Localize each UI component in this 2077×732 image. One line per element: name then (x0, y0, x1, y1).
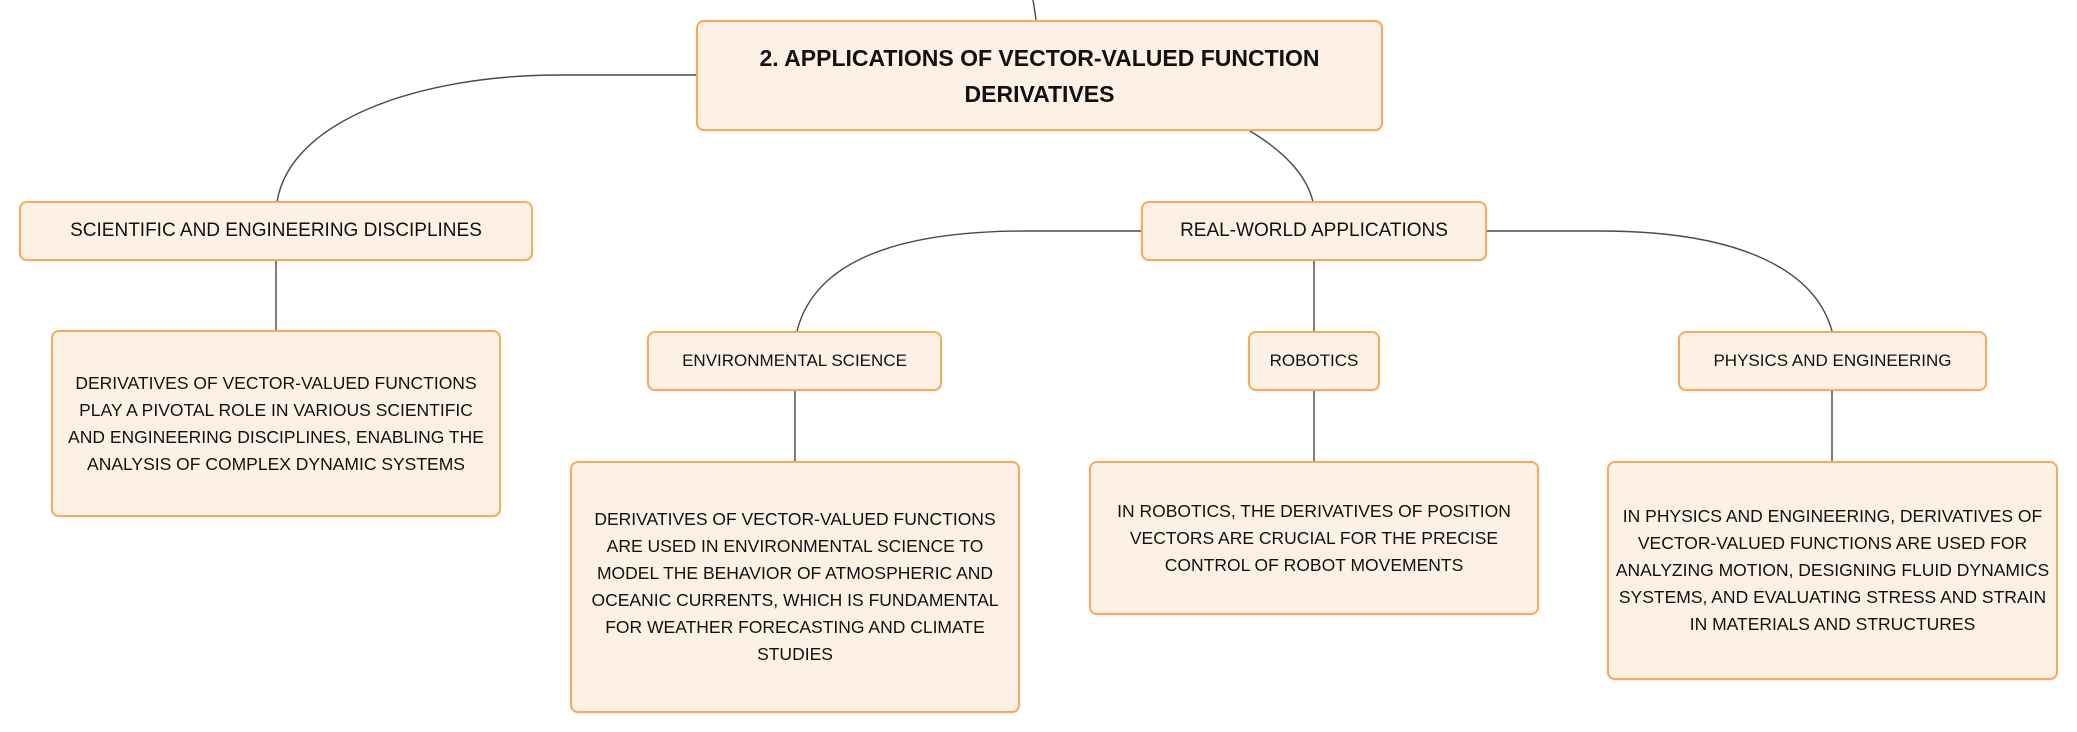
connector-root-to-real-world (1249, 130, 1314, 203)
scientific-disciplines-detail-node[interactable]: DERIVATIVES OF VECTOR-VALUED FUNCTIONS P… (51, 330, 501, 517)
physics-engineering-label: PHYSICS AND ENGINEERING (1713, 351, 1952, 370)
robotics-detail-text: IN ROBOTICS, THE DERIVATIVES OF POSITION… (1117, 500, 1511, 575)
connector-real-world-to-environmental (796, 230, 1141, 332)
environmental-science-node[interactable]: ENVIRONMENTAL SCIENCE (647, 331, 942, 391)
real-world-applications-label: REAL-WORLD APPLICATIONS (1180, 220, 1448, 241)
robotics-label: ROBOTICS (1269, 351, 1359, 370)
real-world-applications-node[interactable]: REAL-WORLD APPLICATIONS (1141, 201, 1487, 261)
root-title: 2. APPLICATIONS OF VECTOR-VALUED FUNCTIO… (759, 44, 1320, 107)
connector-parent-to-root (1032, 0, 1037, 21)
scientific-disciplines-node[interactable]: SCIENTIFIC AND ENGINEERING DISCIPLINES (19, 201, 533, 261)
physics-engineering-detail-node[interactable]: IN PHYSICS AND ENGINEERING, DERIVATIVES … (1607, 461, 2058, 680)
connector-root-to-scientific (276, 74, 696, 203)
root-node[interactable]: 2. APPLICATIONS OF VECTOR-VALUED FUNCTIO… (696, 20, 1383, 131)
scientific-disciplines-label: SCIENTIFIC AND ENGINEERING DISCIPLINES (70, 220, 482, 241)
environmental-science-detail-text: DERIVATIVES OF VECTOR-VALUED FUNCTIONS A… (591, 509, 999, 664)
connector-real-world-to-physics (1487, 230, 1833, 332)
robotics-detail-node[interactable]: IN ROBOTICS, THE DERIVATIVES OF POSITION… (1089, 461, 1539, 615)
physics-engineering-detail-text: IN PHYSICS AND ENGINEERING, DERIVATIVES … (1615, 506, 2050, 634)
environmental-science-label: ENVIRONMENTAL SCIENCE (682, 351, 907, 370)
scientific-disciplines-detail-text: DERIVATIVES OF VECTOR-VALUED FUNCTIONS P… (68, 372, 484, 474)
environmental-science-detail-node[interactable]: DERIVATIVES OF VECTOR-VALUED FUNCTIONS A… (570, 461, 1020, 713)
robotics-node[interactable]: ROBOTICS (1248, 331, 1380, 391)
physics-engineering-node[interactable]: PHYSICS AND ENGINEERING (1678, 331, 1987, 391)
